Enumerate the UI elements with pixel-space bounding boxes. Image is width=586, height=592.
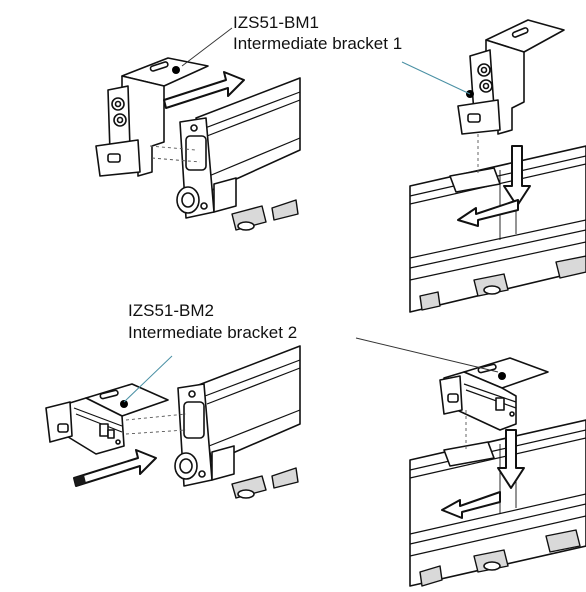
top-left-bar xyxy=(176,77,301,231)
top-left-arrow xyxy=(163,71,245,109)
leader-bracket1-right xyxy=(401,61,471,95)
bracket2-name: Intermediate bracket 2 xyxy=(128,323,298,342)
leader-bracket2-left xyxy=(123,355,173,403)
bottom-left-bracket xyxy=(45,383,187,455)
bottom-left-arrow xyxy=(73,449,157,487)
top-right-bar xyxy=(409,145,586,313)
bracket2-part-number: IZS51-BM2 xyxy=(128,301,214,320)
bottom-right-bracket xyxy=(439,357,549,450)
leader-bracket1-left xyxy=(181,27,233,67)
bottom-right-arrows xyxy=(441,429,525,519)
top-left-bracket xyxy=(95,57,209,177)
bracket1-name: Intermediate bracket 1 xyxy=(233,34,403,53)
top-right-bracket xyxy=(457,19,565,176)
bottom-left-bar xyxy=(174,345,301,499)
leader-bracket2-right xyxy=(355,337,499,373)
bracket1-part-number: IZS51-BM1 xyxy=(233,13,319,32)
top-right-arrows xyxy=(457,145,531,227)
